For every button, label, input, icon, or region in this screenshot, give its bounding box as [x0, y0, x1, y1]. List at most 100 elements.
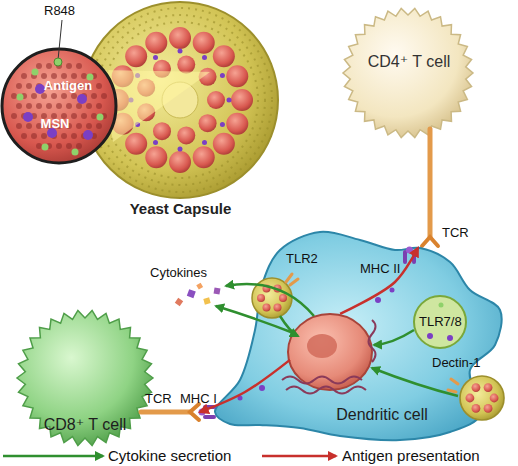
msn-sphere — [107, 89, 129, 111]
cd4-t-cell: CD4⁺ T cell — [335, 5, 483, 248]
msn-pore — [11, 93, 17, 99]
msn-pore — [56, 63, 62, 69]
legend-entry: Antigen presentation — [342, 447, 480, 465]
msn-sphere — [231, 89, 253, 111]
tcr-receptor — [422, 237, 438, 246]
msn-pore — [76, 123, 82, 129]
antigen-blob — [227, 98, 232, 103]
msn-pore — [31, 93, 37, 99]
msn-sphere — [207, 91, 225, 109]
msn-pore — [11, 113, 17, 119]
msn-pore — [66, 103, 72, 109]
antigen-blob — [202, 140, 207, 145]
msn-pore — [61, 133, 67, 139]
msn-sphere — [145, 32, 167, 54]
msn-pore — [96, 123, 102, 129]
msn-sphere — [145, 146, 167, 168]
cell-body — [215, 232, 502, 440]
cytokine-cube — [175, 298, 183, 306]
part-label: Cytokines — [150, 266, 207, 281]
antigen-blob — [129, 98, 134, 103]
msn-sphere — [112, 113, 134, 135]
antigen-blob — [77, 94, 87, 104]
antigen-peptide — [199, 409, 206, 416]
msn-sphere — [484, 383, 493, 392]
msn-pore — [16, 103, 22, 109]
node-label: Antigen — [28, 79, 108, 94]
tcr-receptor — [190, 404, 199, 420]
msn-sphere — [137, 103, 155, 121]
capsule-shell — [82, 2, 278, 198]
msn-pore — [91, 113, 97, 119]
r848-dot — [72, 149, 79, 156]
msn-pore — [36, 143, 42, 149]
msn-pore — [26, 83, 32, 89]
capsule-texture — [95, 15, 265, 185]
msn-sphere — [226, 113, 248, 135]
msn-pore — [96, 83, 102, 89]
antigen-blob — [135, 73, 140, 78]
msn-pore — [16, 83, 22, 89]
capsule-core — [162, 82, 198, 118]
legend-text: Cytokine secretion — [108, 447, 231, 464]
r848-dot — [97, 114, 104, 121]
msn-sphere — [490, 394, 499, 403]
node-outline — [0, 47, 118, 165]
msn-sphere — [2, 49, 116, 163]
msn-pore — [66, 143, 72, 149]
msn-pore — [51, 93, 57, 99]
msn-pore — [46, 63, 52, 69]
msn-sphere — [125, 45, 147, 67]
msn-pore — [71, 133, 77, 139]
node-label: CD4⁺ T cell — [339, 53, 479, 71]
cd8-t-cell: CD8⁺ T cell — [5, 300, 200, 455]
msn-pore — [81, 113, 87, 119]
msn-pore — [76, 63, 82, 69]
msn-sphere — [125, 133, 147, 155]
capsule-texture — [102, 22, 258, 178]
msn-pore — [26, 103, 32, 109]
antigen-blob — [153, 140, 158, 145]
msn-pore — [21, 73, 27, 79]
msn-sphere — [137, 79, 155, 97]
msn-pore — [71, 113, 77, 119]
antigen-blob — [35, 84, 45, 94]
part-label: TLR7/8 — [419, 315, 462, 330]
part-label: Dectin-1 — [432, 356, 480, 371]
node-label: MSN — [20, 117, 90, 132]
msn-pore — [31, 133, 37, 139]
msn-pore — [71, 93, 77, 99]
antigen-blob — [220, 73, 225, 78]
msn-pore — [101, 93, 107, 99]
cytokine-cube — [203, 297, 210, 304]
msn-sphere — [177, 56, 195, 74]
antigen-blob — [202, 55, 207, 60]
msn-pore — [61, 93, 67, 99]
capsule-texture — [88, 8, 272, 192]
cell-body — [343, 8, 473, 137]
antigen-blob — [83, 130, 93, 140]
part-label: MHC I — [180, 392, 217, 407]
msn-pore — [41, 133, 47, 139]
msn-sphere — [177, 126, 195, 144]
msn-sphere — [226, 65, 248, 87]
msn-pore — [66, 63, 72, 69]
msn-sphere — [112, 65, 134, 87]
tcr-stalk — [428, 129, 433, 237]
r848-dot — [17, 94, 24, 101]
part-label: TLR2 — [286, 252, 318, 267]
msn-pore — [91, 93, 97, 99]
msn-pore — [16, 123, 22, 129]
node-label: CD8⁺ T cell — [15, 416, 155, 434]
legend-entry: Cytokine secretion — [108, 447, 231, 465]
legend-sample-arrow — [262, 455, 336, 458]
msn-pore — [76, 143, 82, 149]
msn-pore — [46, 103, 52, 109]
msn-pore — [36, 63, 42, 69]
msn-pore — [41, 93, 47, 99]
msn-sphere — [169, 151, 191, 173]
cytokine-cube — [187, 289, 196, 298]
msn-zoom-circle: AntigenMSN — [0, 47, 118, 165]
r848-dot — [42, 144, 49, 151]
antigen-blob — [153, 55, 158, 60]
